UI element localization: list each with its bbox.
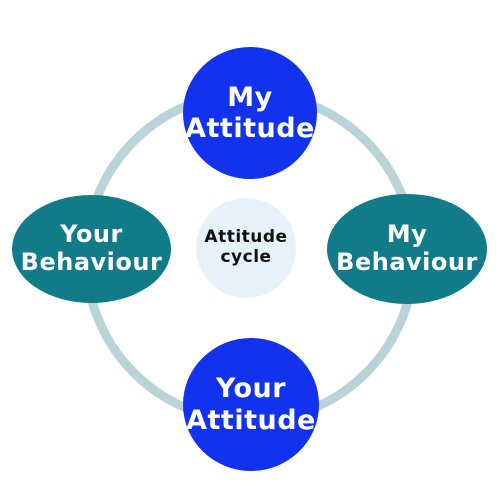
center-title-line2: cycle [220, 247, 272, 267]
node-your-behaviour-line1: Your [60, 220, 123, 249]
node-your-behaviour: Your Behaviour [12, 195, 171, 303]
center-title-line1: Attitude [204, 227, 288, 248]
node-my-attitude-line2: Attitude [185, 113, 315, 144]
node-your-attitude-line1: Your [215, 373, 287, 405]
node-your-behaviour-line2: Behaviour [20, 248, 163, 276]
node-my-attitude: My Attitude [183, 47, 317, 179]
node-my-behaviour-line1: My [386, 220, 428, 249]
node-my-behaviour-line2: Behaviour [336, 248, 478, 276]
node-my-behaviour: My Behaviour [327, 194, 487, 304]
center-attitude-cycle: Attitude cycle [196, 198, 296, 298]
node-my-attitude-line1: My [227, 81, 273, 113]
node-your-attitude-line2: Attitude [186, 404, 316, 436]
node-your-attitude: Your Attitude [183, 338, 319, 471]
